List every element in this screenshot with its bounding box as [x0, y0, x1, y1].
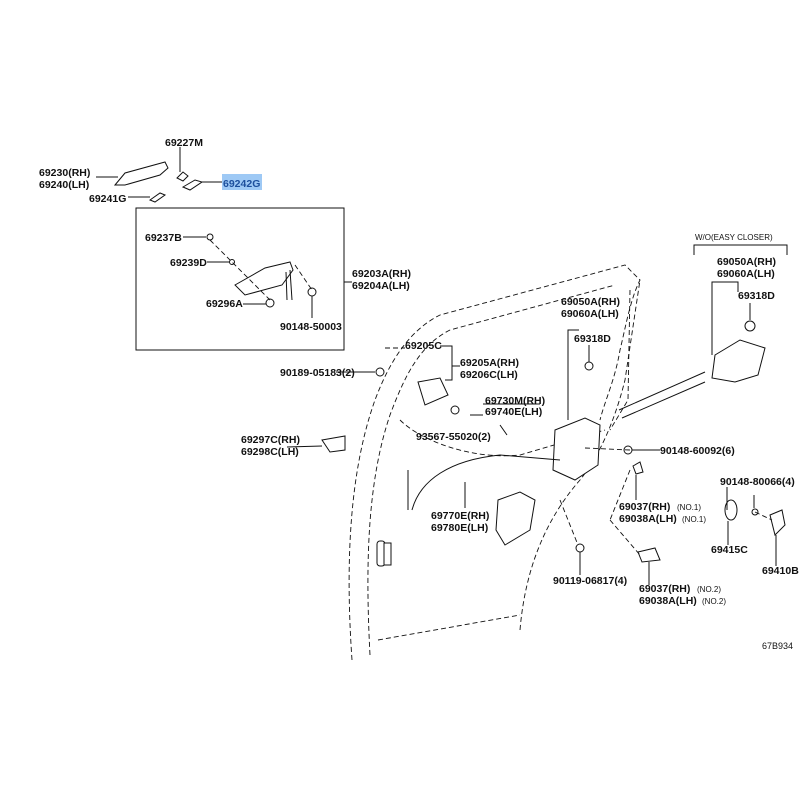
label-69740E[interactable]: 69740E(LH) — [485, 406, 542, 418]
label-69230[interactable]: 69230(RH) — [39, 167, 90, 179]
label-69241G[interactable]: 69241G — [89, 193, 126, 205]
label-69203A[interactable]: 69203A(RH) — [352, 268, 411, 280]
label-69239D[interactable]: 69239D — [170, 257, 207, 269]
label-69204A[interactable]: 69204A(LH) — [352, 280, 410, 292]
highlight-69242G — [222, 174, 262, 190]
label-93567-55020[interactable]: 93567-55020(2) — [416, 431, 491, 443]
label-69060A-variant[interactable]: 69060A(LH) — [717, 268, 775, 280]
label-69410B[interactable]: 69410B — [762, 565, 799, 577]
door-lock-assembly — [321, 320, 786, 563]
door-panel — [348, 264, 641, 661]
label-69227M[interactable]: 69227M — [165, 137, 203, 149]
label-69318D[interactable]: 69318D — [574, 333, 611, 345]
label-69298C[interactable]: 69298C(LH) — [241, 446, 299, 458]
label-69297C[interactable]: 69297C(RH) — [241, 434, 300, 446]
label-69296A[interactable]: 69296A — [206, 298, 243, 310]
label-90148-60092[interactable]: 90148-60092(6) — [660, 445, 735, 457]
label-69237B[interactable]: 69237B — [145, 232, 182, 244]
label-69205C[interactable]: 69205C — [405, 340, 442, 352]
label-90148-80066[interactable]: 90148-80066(4) — [720, 476, 795, 488]
label-no1-a: (NO.1) — [677, 503, 701, 512]
label-no2-b: (NO.2) — [702, 597, 726, 606]
label-69730M[interactable]: 69730M(RH) — [485, 395, 545, 407]
diagram-id: 67B934 — [762, 641, 793, 651]
label-69037-no2[interactable]: 69037(RH) — [639, 583, 690, 595]
label-69318D-variant[interactable]: 69318D — [738, 290, 775, 302]
label-90148-50003[interactable]: 90148-50003 — [280, 321, 342, 333]
label-69205A[interactable]: 69205A(RH) — [460, 357, 519, 369]
label-69415C[interactable]: 69415C — [711, 544, 748, 556]
label-69050A[interactable]: 69050A(RH) — [561, 296, 620, 308]
label-no2-a: (NO.2) — [697, 585, 721, 594]
label-90119-06817[interactable]: 90119-06817(4) — [553, 575, 627, 587]
label-69206C[interactable]: 69206C(LH) — [460, 369, 518, 381]
label-69038A-no2[interactable]: 69038A(LH) — [639, 595, 697, 607]
inside-frame-box — [135, 207, 345, 351]
variant-bracket — [693, 244, 788, 255]
handle-frame — [206, 233, 317, 308]
label-69240[interactable]: 69240(LH) — [39, 179, 89, 191]
label-no1-b: (NO.1) — [682, 515, 706, 524]
label-69770E[interactable]: 69770E(RH) — [431, 510, 489, 522]
label-69780E[interactable]: 69780E(LH) — [431, 522, 488, 534]
label-69037-no1[interactable]: 69037(RH) — [619, 501, 670, 513]
label-69050A-variant[interactable]: 69050A(RH) — [717, 256, 776, 268]
variant-note: W/O(EASY CLOSER) — [695, 233, 773, 242]
label-90189-05183[interactable]: 90189-05183(2) — [280, 367, 355, 379]
label-69060A[interactable]: 69060A(LH) — [561, 308, 619, 320]
label-69242G-selected[interactable]: 69242G — [223, 178, 260, 190]
label-69038A-no1[interactable]: 69038A(LH) — [619, 513, 677, 525]
outside-handle — [113, 161, 204, 203]
